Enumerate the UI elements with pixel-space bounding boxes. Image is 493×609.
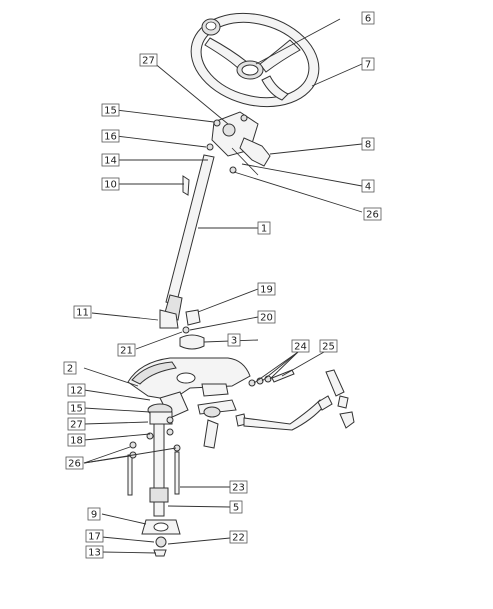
callout-c6: 6	[361, 11, 375, 25]
callout-box	[257, 310, 276, 324]
callout-c15b: 15	[67, 401, 86, 415]
callout-number: 3	[231, 336, 237, 347]
steering-shaft	[139, 154, 215, 329]
callout-c27b: 27	[67, 417, 86, 431]
callout-c19: 19	[257, 282, 276, 296]
callout-box	[67, 383, 86, 397]
callout-c9: 9	[87, 507, 101, 521]
callout-box	[101, 153, 120, 167]
callout-labels: 1234567891011121314151516171819202122232…	[63, 11, 382, 559]
callout-box	[363, 207, 382, 221]
callout-number: 1	[261, 224, 267, 235]
callout-number: 17	[88, 532, 101, 543]
callout-box	[67, 417, 86, 431]
callout-number: 16	[104, 132, 117, 143]
callout-c2: 2	[63, 361, 77, 375]
callout-c25: 25	[319, 339, 338, 353]
callout-c18: 18	[67, 433, 86, 447]
callout-number: 19	[260, 285, 273, 296]
callout-number: 8	[365, 140, 371, 151]
callout-box	[67, 401, 86, 415]
callout-c11: 11	[73, 305, 92, 319]
callout-box	[229, 480, 248, 494]
callout-box	[229, 530, 248, 544]
callout-number: 4	[365, 182, 371, 193]
callout-number: 20	[260, 313, 273, 324]
callout-box	[65, 456, 84, 470]
callout-box	[101, 103, 120, 117]
callout-number: 21	[120, 346, 133, 357]
callout-c7: 7	[361, 57, 375, 71]
callout-number: 12	[70, 386, 83, 397]
callout-number: 15	[70, 404, 83, 415]
callout-box	[227, 333, 241, 347]
callout-number: 6	[365, 14, 371, 25]
callout-box	[361, 137, 375, 151]
callout-c22: 22	[229, 530, 248, 544]
callout-box	[101, 129, 120, 143]
callout-box	[257, 282, 276, 296]
callout-number: 5	[233, 503, 239, 514]
callout-c24: 24	[291, 339, 310, 353]
callout-number: 26	[68, 459, 81, 470]
callout-number: 22	[232, 533, 245, 544]
callout-c27a: 27	[139, 53, 158, 67]
callout-c15a: 15	[101, 103, 120, 117]
callout-box	[73, 305, 92, 319]
callout-number: 7	[365, 60, 371, 71]
callout-c12: 12	[67, 383, 86, 397]
callout-box	[291, 339, 310, 353]
callout-number: 14	[104, 156, 117, 167]
callout-box	[85, 545, 104, 559]
callout-number: 27	[70, 420, 83, 431]
bushing-parts	[179, 309, 205, 350]
callout-box	[139, 53, 158, 67]
callout-number: 2	[67, 364, 73, 375]
callout-c14: 14	[101, 153, 120, 167]
callout-c13: 13	[85, 545, 104, 559]
callout-c17: 17	[85, 529, 104, 543]
callout-box	[361, 11, 375, 25]
steering-wheel	[190, 12, 320, 108]
callout-c26a: 26	[363, 207, 382, 221]
callout-number: 13	[88, 548, 101, 559]
callout-c5: 5	[229, 500, 243, 514]
callout-number: 27	[142, 56, 155, 67]
callout-c26b: 26	[65, 456, 84, 470]
callout-c10: 10	[101, 177, 120, 191]
callout-box	[229, 500, 243, 514]
callout-c20: 20	[257, 310, 276, 324]
callout-number: 23	[232, 483, 245, 494]
callout-c4: 4	[361, 179, 375, 193]
column-head	[182, 111, 271, 196]
callout-box	[87, 507, 101, 521]
callout-box	[257, 221, 271, 235]
callout-c3: 3	[227, 333, 241, 347]
callout-c1: 1	[257, 221, 271, 235]
callout-box	[361, 179, 375, 193]
callout-number: 26	[366, 210, 379, 221]
callout-number: 9	[91, 510, 97, 521]
callout-box	[319, 339, 338, 353]
callout-number: 24	[294, 342, 307, 353]
callout-number: 25	[322, 342, 335, 353]
callout-number: 15	[104, 106, 117, 117]
callout-box	[361, 57, 375, 71]
callout-box	[85, 529, 104, 543]
lower-pinion	[127, 403, 181, 557]
tie-rod-assembly	[197, 369, 355, 449]
callout-c23: 23	[229, 480, 248, 494]
callout-number: 11	[76, 308, 89, 319]
callout-box	[67, 433, 86, 447]
callout-c21: 21	[117, 343, 136, 357]
callout-box	[63, 361, 77, 375]
callout-c16: 16	[101, 129, 120, 143]
leader-lines	[83, 18, 363, 554]
callout-box	[101, 177, 120, 191]
callout-c8: 8	[361, 137, 375, 151]
callout-number: 18	[70, 436, 83, 447]
callout-box	[117, 343, 136, 357]
callout-number: 10	[104, 180, 117, 191]
